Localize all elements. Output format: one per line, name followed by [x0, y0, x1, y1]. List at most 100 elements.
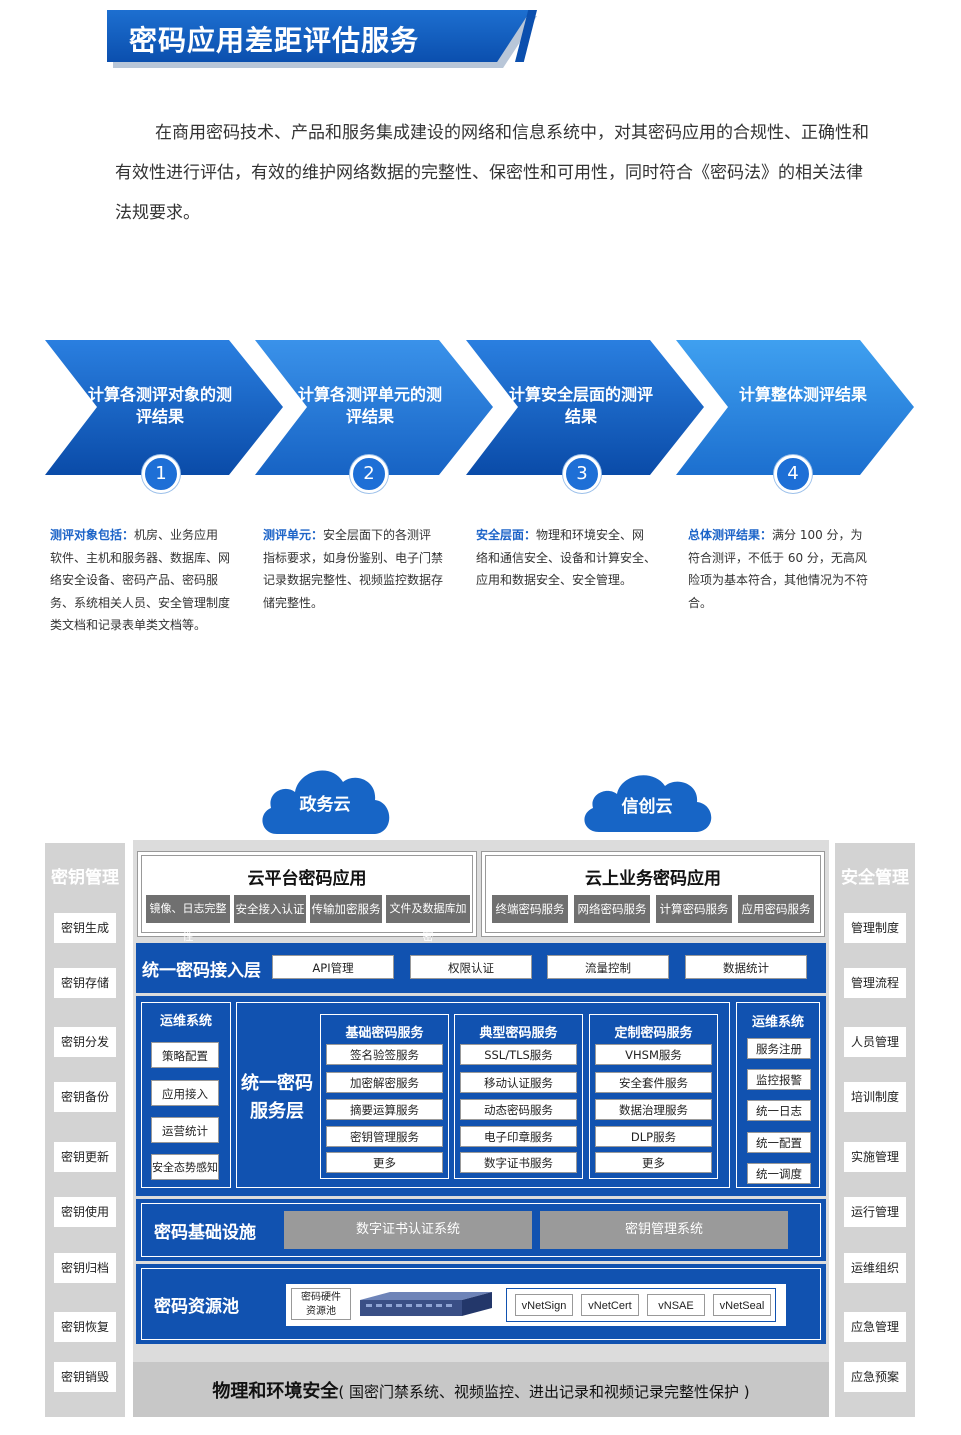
cloud-gov: 政务云 [255, 762, 395, 836]
service-item: SSL/TLS服务 [460, 1044, 577, 1065]
intro-paragraph: 在商用密码技术、产品和服务集成建设的网络和信息系统中，对其密码应用的合规性、正确… [115, 123, 869, 223]
cloud-business-border [485, 855, 821, 933]
cloud-business-item: 终端密码服务 [492, 895, 568, 923]
service-center-panel [236, 1002, 730, 1188]
step-1-description: 测评对象包括：机房、业务应用软件、主机和服务器、数据库、网络安全设备、密码产品、… [50, 524, 230, 637]
service-item: VHSM服务 [595, 1044, 712, 1065]
cloud-icon [262, 770, 390, 834]
step-3-number: 3 [563, 455, 601, 493]
pool-item: vNetSeal [713, 1294, 771, 1316]
key-management-item: 密钥分发 [54, 1027, 116, 1057]
service-layer-title: 统一密码 服务层 [240, 1070, 314, 1126]
ops-right-item: 统一日志 [747, 1100, 811, 1121]
step-4-desc-body: 满分 100 分，为符合测评，不低于 60 分，无高风险项为基本符合，其他情况为… [688, 528, 869, 610]
step-2: 计算各测评单元的测评结果 2 [255, 340, 493, 493]
ops-left-item: 安全态势感知 [151, 1154, 219, 1180]
service-item: 摘要运算服务 [326, 1099, 443, 1120]
service-group-1-title: 基础密码服务 [345, 1026, 424, 1041]
key-management-item: 密钥生成 [54, 913, 116, 943]
pool-panel: 密码硬件 资源池 vNetSign vNetCert vNSAE vNetSea… [286, 1284, 786, 1326]
access-layer: 统一密码接入层 API管理 权限认证 流量控制 数据统计 [136, 943, 826, 993]
ops-right-item: 统一调度 [747, 1163, 811, 1184]
service-layer-title-line1: 统一密码 [241, 1073, 313, 1094]
security-management-item: 管理流程 [844, 968, 906, 998]
ops-right-title: 运维系统 [751, 1015, 804, 1030]
cloud-platform-item: 传输加密服务 [310, 895, 382, 923]
infra-item: 密钥管理系统 [540, 1211, 788, 1249]
key-management-item: 密钥归档 [54, 1253, 116, 1283]
service-layer: 运维系统 策略配置 应用接入 运营统计 安全态势感知 统一密码 服务层 基础密码… [136, 996, 826, 1196]
step-1: 计算各测评对象的测评结果 1 [45, 340, 283, 493]
step-4-number: 4 [774, 455, 812, 493]
step-1-desc-body: 机房、业务应用软件、主机和服务器、数据库、网络安全设备、密码产品、密码服务、系统… [50, 528, 231, 632]
access-layer-item: 流量控制 [547, 955, 669, 979]
access-layer-item: 数据统计 [685, 955, 807, 979]
service-item: 更多 [595, 1152, 712, 1173]
service-item: 密钥管理服务 [326, 1126, 443, 1147]
cloud-gov-label: 政务云 [299, 795, 351, 815]
ops-left-item: 运营统计 [151, 1117, 219, 1143]
cloud-platform-item: 镜像、日志完整性 [146, 895, 230, 943]
cloud-platform-item: 文件及数据库加密 [386, 895, 470, 943]
cloud-business-title: 云上业务密码应用 [585, 869, 721, 889]
ops-right-item: 监控报警 [747, 1069, 811, 1090]
security-management-item: 运行管理 [844, 1197, 906, 1227]
step-3-desc-body: 物理和环境安全、网络和通信安全、设备和计算安全、应用和数据安全、安全管理。 [476, 528, 657, 587]
security-management-item: 运维组织 [844, 1253, 906, 1283]
step-2-desc-body: 安全层面下的各测评指标要求，如身份鉴别、电子门禁记录数据完整性、视频监控数据存储… [263, 528, 444, 610]
step-1-desc-head: 测评对象包括： [50, 528, 135, 542]
security-management-item: 应急预案 [844, 1362, 906, 1392]
server-rack-icon [360, 1292, 492, 1316]
security-management-item: 实施管理 [844, 1142, 906, 1172]
key-management-item: 密钥存储 [54, 968, 116, 998]
security-management-item: 应急管理 [844, 1312, 906, 1342]
security-management-title: 安全管理 [841, 868, 909, 888]
ops-right-item: 服务注册 [747, 1038, 811, 1059]
pool-virtual-group: vNetSign vNetCert vNSAE vNetSeal [506, 1288, 776, 1322]
service-layer-title-line2: 服务层 [250, 1101, 304, 1122]
pool-hardware-line1: 密码硬件 [301, 1292, 341, 1303]
infra-title: 密码基础设施 [154, 1223, 256, 1243]
infra-border [141, 1203, 821, 1257]
service-group-1 [320, 1014, 449, 1179]
key-management-item: 密钥恢复 [54, 1312, 116, 1342]
cloud-xinchuang: 信创云 [577, 768, 717, 834]
key-management-item: 密钥更新 [54, 1142, 116, 1172]
access-layer-item: API管理 [272, 955, 394, 979]
step-3-desc-head: 安全层面： [476, 528, 537, 542]
cloud-platform-panel: 云平台密码应用 镜像、日志完整性 安全接入认证 传输加密服务 文件及数据库加密 [137, 851, 477, 943]
ops-left-item: 应用接入 [151, 1080, 219, 1106]
step-2-title: 计算各测评单元的测评结果 [297, 385, 442, 426]
key-management-item: 密钥备份 [54, 1082, 116, 1112]
key-management-item: 密钥使用 [54, 1197, 116, 1227]
step-3-description: 安全层面：物理和环境安全、网络和通信安全、设备和计算安全、应用和数据安全、安全管… [476, 524, 656, 592]
ops-left-item: 策略配置 [151, 1042, 219, 1068]
key-management-item: 密钥销毁 [54, 1362, 116, 1392]
key-management-column: 密钥管理 密钥生成 密钥存储 密钥分发 密钥备份 密钥更新 密钥使用 密钥归档 … [45, 843, 125, 1417]
step-3-title: 计算安全层面的测评结果 [508, 385, 653, 426]
pool-item: vNetSign [515, 1294, 573, 1316]
pool-item: vNetCert [581, 1294, 639, 1316]
service-item: 更多 [326, 1152, 443, 1173]
step-2-desc-head: 测评单元： [263, 528, 324, 542]
service-group-3-title: 定制密码服务 [614, 1026, 693, 1041]
infra-layer: 密码基础设施 数字证书认证系统 密钥管理系统 [136, 1199, 826, 1261]
service-item: 动态密码服务 [460, 1099, 577, 1120]
step-1-title: 计算各测评对象的测评结果 [87, 385, 232, 426]
security-management-column: 安全管理 管理制度 管理流程 人员管理 培训制度 实施管理 运行管理 运维组织 … [835, 843, 915, 1417]
pool-hardware-label: 密码硬件 资源池 [291, 1288, 351, 1320]
page-title: 密码应用差距评估服务 [129, 24, 420, 57]
access-layer-title: 统一密码接入层 [142, 961, 261, 981]
service-group-2 [454, 1014, 583, 1179]
cloud-business-item: 网络密码服务 [574, 895, 650, 923]
step-4-title: 计算整体测评结果 [738, 385, 867, 404]
service-item: 安全套件服务 [595, 1072, 712, 1093]
service-group-2-title: 典型密码服务 [479, 1026, 558, 1041]
step-3-arrow [466, 340, 704, 475]
step-4: 计算整体测评结果 4 [676, 340, 914, 493]
service-item: 签名验签服务 [326, 1044, 443, 1065]
security-management-item: 管理制度 [844, 913, 906, 943]
pool-title: 密码资源池 [154, 1297, 239, 1317]
physical-security-text: 物理和环境安全( 国密门禁系统、视频监控、进出记录和视频记录完整性保护 ) [133, 1377, 829, 1403]
physical-security-title: 物理和环境安全 [212, 1381, 339, 1402]
